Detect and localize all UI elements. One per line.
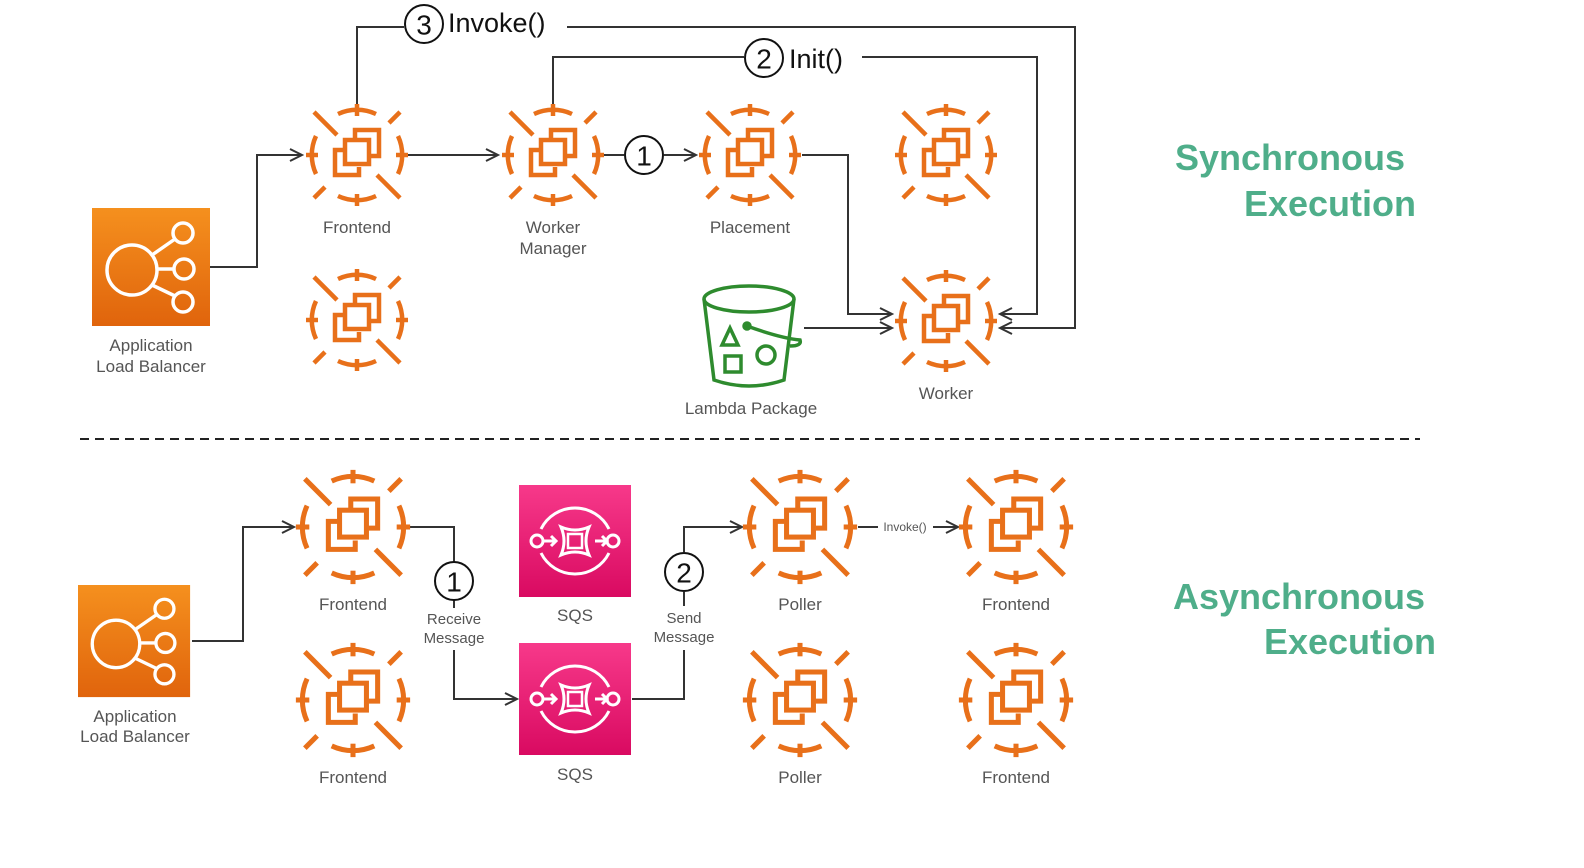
step-1-marker: 1 (624, 135, 664, 175)
step-2-marker: 2 Init() (744, 38, 843, 78)
connector-frontend-to-step1 (410, 526, 455, 562)
connector-init-worker-manager (552, 56, 744, 104)
alb-label-line2: Load Balancer (96, 357, 206, 376)
ec2-instance-icon (296, 643, 410, 757)
sync-worker-node[interactable]: Worker (895, 270, 997, 403)
lambda-package-label: Lambda Package (685, 399, 817, 418)
ec2-instance-icon (959, 470, 1073, 584)
arrowhead (504, 692, 520, 706)
step-2-number: 2 (756, 44, 772, 75)
connector-alb-to-frontend (210, 154, 300, 268)
ec2-instance-icon (895, 270, 997, 372)
alb-label-line1: Application (93, 707, 176, 726)
step-3-marker: 3 Invoke() (404, 4, 546, 44)
sqs-queue-icon (517, 483, 633, 599)
sqs-label: SQS (557, 606, 593, 625)
connector-sqs-to-send (632, 650, 685, 700)
sync-lambda-package-node[interactable]: Lambda Package (685, 284, 817, 418)
asynchronous-title-line2: Execution (1264, 621, 1436, 662)
async-frontend-1-node[interactable]: Frontend (296, 470, 410, 614)
synchronous-section: 1 2 Init() 3 Invoke() Application Load B… (90, 4, 1416, 418)
arrowhead (281, 520, 297, 534)
sync-frontend-node[interactable]: Frontend (306, 104, 408, 237)
synchronous-title-line1: Synchronous (1175, 137, 1405, 178)
step-1-number: 1 (636, 141, 652, 172)
async-step-1-number: 1 (446, 567, 462, 598)
asynchronous-section: Invoke() 1 Receive Message 2 Send Messag… (76, 470, 1436, 787)
send-message-label-line2: Message (654, 629, 715, 646)
alb-label-line1: Application (109, 336, 192, 355)
receive-message-label-line1: Receive (427, 611, 481, 628)
sync-worker-manager-node[interactable]: Worker Manager (502, 104, 604, 258)
arrowhead (289, 148, 305, 162)
arrowhead (729, 520, 745, 534)
async-frontend-2-node[interactable]: Frontend (296, 643, 410, 787)
connector-placement-to-worker (802, 154, 890, 315)
arrowhead (945, 520, 961, 534)
arrowhead (879, 307, 895, 321)
ec2-instance-icon (502, 104, 604, 206)
async-step-2-marker: 2 Send Message (654, 552, 715, 646)
connector-step2-to-poller (683, 526, 740, 552)
step-2-label: Init() (789, 44, 843, 74)
async-frontend-4-node[interactable]: Frontend (959, 643, 1073, 787)
receive-message-label-line2: Message (424, 630, 485, 647)
async-sqs-2-node[interactable]: SQS (517, 641, 633, 784)
connector-alb-to-frontend (192, 526, 292, 642)
ec2-instance-icon (895, 104, 997, 206)
alb-label-line2: Load Balancer (80, 727, 190, 746)
worker-manager-label-line1: Worker (526, 218, 581, 237)
placement-label: Placement (710, 218, 791, 237)
step-3-label: Invoke() (448, 8, 546, 38)
sync-frontend-extra-node[interactable] (306, 269, 408, 371)
asynchronous-title-line1: Asynchronous (1173, 576, 1425, 617)
sqs-queue-icon (517, 641, 633, 757)
arrowhead (997, 321, 1013, 335)
connector-receive-to-sqs (453, 650, 515, 700)
application-load-balancer-icon (76, 583, 192, 699)
application-load-balancer-icon (90, 206, 212, 328)
async-poller-2-node[interactable]: Poller (743, 643, 857, 787)
s3-bucket-icon (702, 284, 803, 388)
arrowhead (997, 307, 1013, 321)
async-step-2-number: 2 (676, 558, 692, 589)
async-alb-node[interactable]: Application Load Balancer (76, 583, 192, 746)
sync-placement-node[interactable]: Placement (699, 104, 801, 237)
worker-label: Worker (919, 384, 974, 403)
poller-label: Poller (778, 595, 822, 614)
ec2-instance-icon (699, 104, 801, 206)
sync-spare-node[interactable] (895, 104, 997, 206)
arrowhead (485, 148, 501, 162)
step-3-number: 3 (416, 10, 432, 41)
invoke-label: Invoke() (883, 520, 926, 534)
frontend-label: Frontend (319, 768, 387, 787)
sqs-label: SQS (557, 765, 593, 784)
poller-label: Poller (778, 768, 822, 787)
connector-invoke-frontend (356, 26, 404, 104)
arrowhead (879, 321, 895, 335)
synchronous-title-line2: Execution (1244, 183, 1416, 224)
arrowhead (683, 148, 699, 162)
frontend-label: Frontend (982, 595, 1050, 614)
ec2-instance-icon (959, 643, 1073, 757)
sync-alb-node[interactable]: Application Load Balancer (90, 206, 212, 376)
ec2-instance-icon (743, 470, 857, 584)
connector-init-to-worker (862, 56, 1038, 315)
frontend-label: Frontend (319, 595, 387, 614)
ec2-instance-icon (296, 470, 410, 584)
connector-invoke-to-worker (567, 26, 1076, 329)
worker-manager-label-line2: Manager (519, 239, 586, 258)
send-message-label-line1: Send (666, 610, 701, 627)
ec2-instance-icon (743, 643, 857, 757)
frontend-label: Frontend (982, 768, 1050, 787)
ec2-instance-icon (306, 104, 408, 206)
async-poller-1-node[interactable]: Poller (743, 470, 857, 614)
async-step-1-marker: 1 Receive Message (424, 561, 485, 647)
async-frontend-3-node[interactable]: Frontend (959, 470, 1073, 614)
async-sqs-1-node[interactable]: SQS (517, 483, 633, 625)
frontend-label: Frontend (323, 218, 391, 237)
ec2-instance-icon (306, 269, 408, 371)
